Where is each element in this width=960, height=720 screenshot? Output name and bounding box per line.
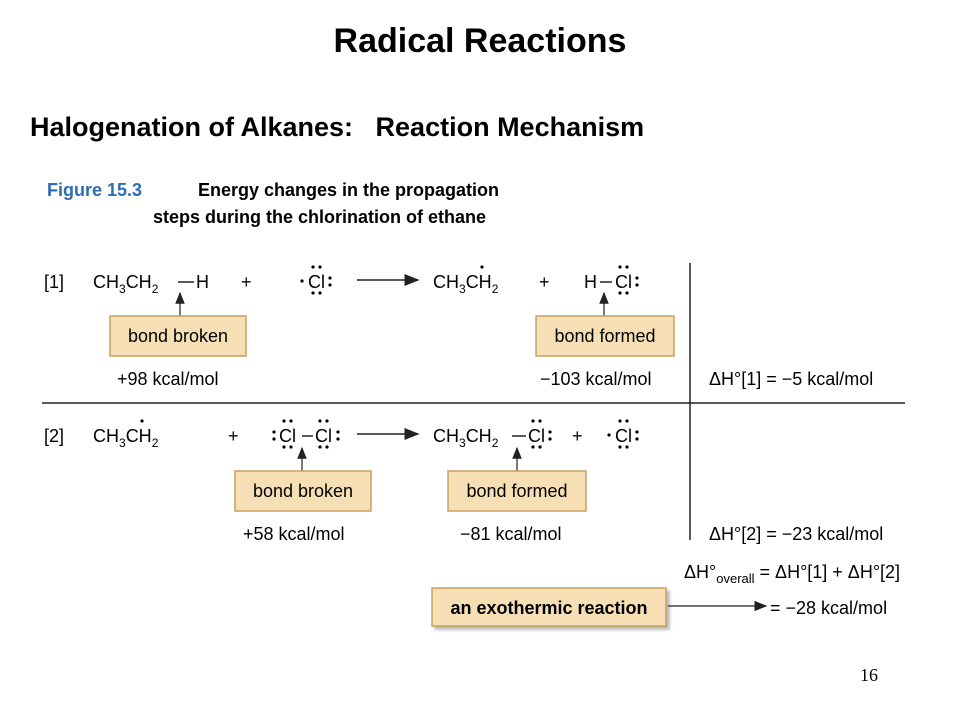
svg-text:Cl: Cl <box>315 426 332 446</box>
step1-reactant2: Cl <box>300 265 332 295</box>
slide-title: Radical Reactions <box>333 22 627 60</box>
figure-caption-line2: steps during the chlorination of ethane <box>153 207 487 227</box>
step2-formed-box <box>447 470 587 512</box>
overall-result: = −28 kcal/mol <box>770 598 887 618</box>
overall-equation: ΔH°overall = ΔH°[1] + ΔH°[2] <box>684 562 900 586</box>
svg-text:Cl: Cl <box>308 272 325 292</box>
svg-text:CH3CH2: CH3CH2 <box>93 426 159 450</box>
step1-label: [1] <box>44 272 64 292</box>
step2-plus1: + <box>228 426 239 446</box>
svg-text:H: H <box>584 272 597 292</box>
step1-reactant1: CH3CH2 H <box>93 272 209 296</box>
step1-formed-energy: −103 kcal/mol <box>540 369 652 389</box>
step2-broken-energy: +58 kcal/mol <box>243 524 345 544</box>
exothermic-label: an exothermic reaction <box>450 598 647 618</box>
step2-formed-energy: −81 kcal/mol <box>460 524 562 544</box>
svg-text:CH3CH2: CH3CH2 <box>93 272 159 296</box>
svg-text:CH3CH2: CH3CH2 <box>433 272 499 296</box>
step2-product2: Cl <box>607 419 639 449</box>
exothermic-box <box>431 587 667 627</box>
step2-reactant2: Cl Cl <box>272 419 340 449</box>
step2-reactant1: CH3CH2 <box>93 419 159 450</box>
mechanism-figure: [1] CH3CH2 H + Cl CH3CH2 + H Cl bond bro… <box>42 263 905 627</box>
svg-text:ΔH°overall = ΔH°[1] + ΔH°[2]: ΔH°overall = ΔH°[1] + ΔH°[2] <box>684 562 900 586</box>
step2-plus2: + <box>572 426 583 446</box>
step1-plus1: + <box>241 272 252 292</box>
step1-delta-h: ΔH°[1] = −5 kcal/mol <box>709 369 873 389</box>
step1-plus2: + <box>539 272 550 292</box>
step2-broken-label: bond broken <box>253 481 353 501</box>
step2-formed-label: bond formed <box>466 481 567 501</box>
step1-formed-label: bond formed <box>554 326 655 346</box>
step1-broken-energy: +98 kcal/mol <box>117 369 219 389</box>
slide-subtitle: Halogenation of Alkanes: Reaction Mechan… <box>30 112 645 142</box>
figure-number: Figure 15.3 <box>47 180 143 200</box>
svg-text:H: H <box>196 272 209 292</box>
figure-caption-line1: Energy changes in the propagation <box>198 180 500 200</box>
page-number: 16 <box>860 665 878 685</box>
step1-formed-box <box>535 315 675 357</box>
svg-text:Cl: Cl <box>528 426 545 446</box>
svg-text:Cl: Cl <box>279 426 296 446</box>
step2-broken-box <box>234 470 372 512</box>
step2-delta-h: ΔH°[2] = −23 kcal/mol <box>709 524 883 544</box>
step2-product1: CH3CH2 Cl <box>433 419 552 450</box>
step1-product2: H Cl <box>584 265 639 295</box>
step1-broken-label: bond broken <box>128 326 228 346</box>
svg-text:Cl: Cl <box>615 426 632 446</box>
step1-product1: CH3CH2 <box>433 265 499 296</box>
svg-text:Cl: Cl <box>615 272 632 292</box>
svg-text:CH3CH2: CH3CH2 <box>433 426 499 450</box>
step2-label: [2] <box>44 426 64 446</box>
step1-broken-box <box>109 315 247 357</box>
